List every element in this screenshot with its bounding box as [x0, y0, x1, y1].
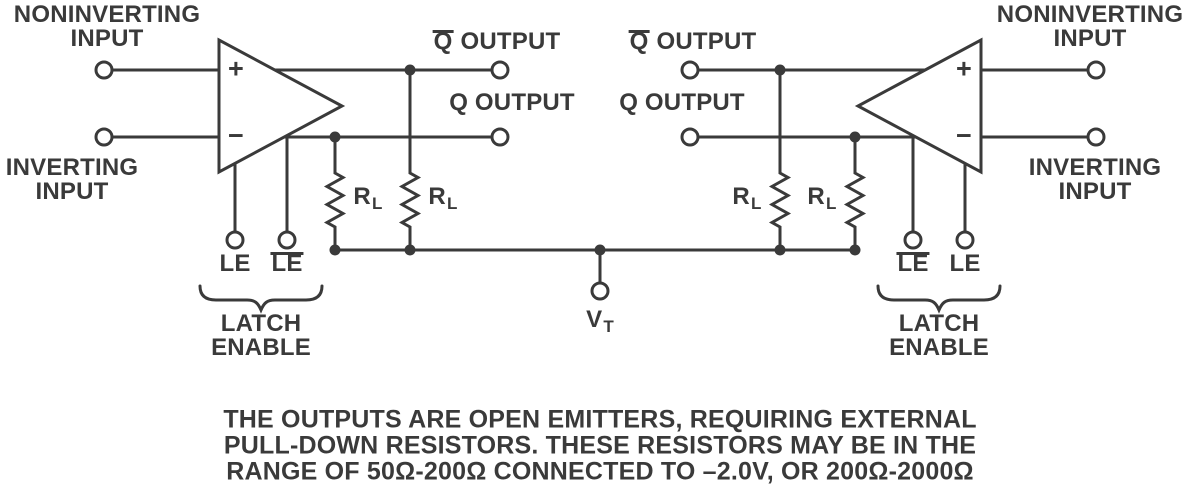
- junction-dot: [404, 244, 416, 256]
- junction-dot: [849, 131, 861, 143]
- left-q-output-label: Q OUTPUT: [449, 89, 575, 116]
- left-lebar-label: LE: [270, 250, 304, 277]
- left-latch-enable-label: LATCH: [220, 310, 302, 337]
- resistor-left-outer: [323, 137, 347, 250]
- resistor-right-inner: [768, 70, 792, 250]
- right-minus-sign: −: [956, 120, 972, 151]
- terminal-right-inverting: [1086, 127, 1106, 147]
- vt-label: VT: [586, 306, 614, 336]
- resistor-left-inner: [398, 70, 422, 250]
- wires: [112, 68, 1088, 283]
- left-rl-label-outer: RL: [353, 183, 383, 213]
- terminal-left-inverting: [94, 127, 114, 147]
- right-rl-label-inner: RL: [732, 183, 762, 213]
- left-noninverting-label-line2: INPUT: [70, 25, 144, 52]
- left-comparator-symbol: [217, 37, 346, 175]
- junction-dot: [329, 244, 341, 256]
- left-inverting-label-line2: INPUT: [35, 178, 109, 205]
- qbar-letter: Q: [628, 28, 650, 55]
- resistor-right-outer: [843, 137, 867, 250]
- right-comparator-symbol: [854, 37, 983, 175]
- right-inverting-label: INVERTING: [1028, 154, 1162, 181]
- junction-dot: [329, 131, 341, 143]
- right-latch-enable-label: LATCH: [898, 310, 980, 337]
- terminal-vt: [590, 281, 610, 301]
- qbar-letter: Q: [432, 28, 454, 55]
- terminal-right-q: [680, 127, 700, 147]
- right-lebar-label: LE: [896, 250, 930, 277]
- figure-note-line3: RANGE OF 50Ω-200Ω CONNECTED TO –2.0V, OR…: [226, 457, 974, 486]
- terminal-left-q: [490, 127, 510, 147]
- right-plus-sign: +: [956, 53, 972, 84]
- left-plus-sign: +: [228, 53, 244, 84]
- junction-dot: [774, 64, 786, 76]
- left-le-label: LE: [219, 250, 251, 277]
- right-inverting-label-line2: INPUT: [1058, 178, 1132, 205]
- terminal-right-le: [955, 230, 975, 250]
- figure-note-line2: PULL-DOWN RESISTORS. THESE RESISTORS MAY…: [223, 431, 977, 460]
- junction-dot: [849, 244, 861, 256]
- terminals: [94, 60, 1106, 301]
- left-minus-sign: −: [228, 120, 244, 151]
- left-inverting-label: INVERTING: [5, 154, 139, 181]
- right-noninverting-label: NONINVERTING: [996, 1, 1184, 28]
- terminal-left-lebar: [277, 230, 297, 250]
- junction-dot: [774, 244, 786, 256]
- left-noninverting-label: NONINVERTING: [13, 1, 201, 28]
- terminal-right-qbar: [680, 60, 700, 80]
- junction-dot: [404, 64, 416, 76]
- terminal-right-noninverting: [1086, 60, 1106, 80]
- right-le-label: LE: [949, 250, 981, 277]
- junction-dots: [329, 64, 861, 256]
- terminal-left-noninverting: [94, 60, 114, 80]
- left-latch-brace: [198, 284, 324, 314]
- terminal-left-qbar: [490, 60, 510, 80]
- right-q-output-label: Q OUTPUT: [619, 89, 745, 116]
- left-latch-enable-label-line2: ENABLE: [211, 334, 311, 361]
- left-rl-label-inner: RL: [428, 183, 458, 213]
- junction-dot: [594, 244, 606, 256]
- output-word: OUTPUT: [656, 28, 757, 55]
- terminal-right-lebar: [903, 230, 923, 250]
- right-noninverting-label-line2: INPUT: [1053, 25, 1127, 52]
- right-latch-brace: [876, 284, 1002, 314]
- figure-note-line1: THE OUTPUTS ARE OPEN EMITTERS, REQUIRING…: [223, 405, 977, 434]
- right-rl-label-outer: RL: [807, 183, 837, 213]
- terminal-left-le: [225, 230, 245, 250]
- output-word: OUTPUT: [460, 28, 561, 55]
- right-latch-enable-label-line2: ENABLE: [889, 334, 989, 361]
